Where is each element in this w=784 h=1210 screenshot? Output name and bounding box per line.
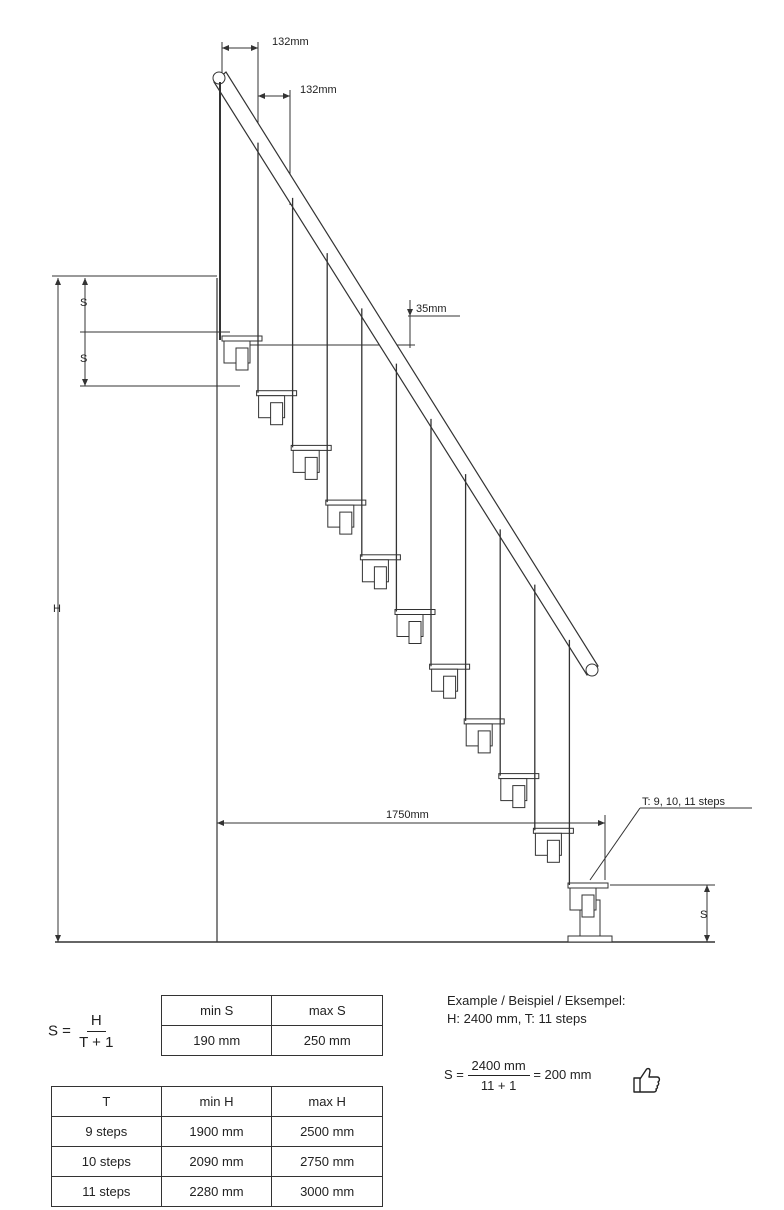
table-s-header-max: max S bbox=[271, 995, 383, 1026]
formula-numerator: H bbox=[86, 1012, 106, 1032]
example-formula: S = 2400 mm 11 + 1 = 200 mm bbox=[444, 1058, 592, 1093]
stair-tread bbox=[325, 499, 367, 506]
stair-tread bbox=[221, 335, 263, 342]
table-h-header-min: min H bbox=[160, 1086, 273, 1117]
example-title: Example / Beispiel / Eksempel: bbox=[447, 993, 626, 1008]
formula-fraction: H T + 1 bbox=[75, 1012, 117, 1051]
stair-connector bbox=[408, 621, 422, 644]
table-h-header-max: max H bbox=[271, 1086, 383, 1117]
stair-connector bbox=[270, 402, 284, 426]
formula-denominator: T + 1 bbox=[79, 1034, 114, 1051]
dim-total-height: H bbox=[53, 603, 61, 615]
stair-connector bbox=[581, 894, 595, 918]
stair-tread bbox=[532, 827, 574, 834]
stair-connector bbox=[373, 566, 387, 590]
dim-post-spacing-second: 132mm bbox=[300, 84, 337, 96]
stair-tread bbox=[429, 663, 471, 670]
table-row: 9 steps 1900 mm 2500 mm bbox=[51, 1116, 383, 1147]
stair-connector bbox=[512, 785, 526, 809]
stair-tread bbox=[567, 882, 609, 889]
stair-connector bbox=[546, 839, 560, 863]
dim-post-spacing-top: 132mm bbox=[272, 36, 309, 48]
table-s-cell-min: 190 mm bbox=[160, 1025, 273, 1056]
stair-connector bbox=[477, 730, 491, 754]
example-result: = 200 mm bbox=[533, 1066, 592, 1082]
example-lhs: S = bbox=[444, 1066, 464, 1082]
table-h-header-t: T bbox=[51, 1086, 162, 1117]
stair-tread bbox=[498, 773, 540, 780]
example-numerator: 2400 mm bbox=[467, 1058, 530, 1076]
dim-step-height-1: S bbox=[80, 297, 87, 309]
stair-connector bbox=[339, 511, 353, 535]
height-range-table: T min H max H 9 steps 1900 mm 2500 mm 10… bbox=[51, 1086, 383, 1207]
steps-callout: T: 9, 10, 11 steps bbox=[642, 796, 725, 808]
dim-run-length: 1750mm bbox=[386, 809, 429, 821]
table-row: T min H max H bbox=[51, 1086, 383, 1117]
stair-connector bbox=[235, 347, 249, 371]
stair-tread bbox=[394, 609, 436, 615]
table-cell: 11 steps bbox=[51, 1176, 162, 1207]
dim-rail-offset: 35mm bbox=[416, 303, 447, 315]
table-cell: 3000 mm bbox=[271, 1176, 383, 1207]
dim-step-height-bottom: S bbox=[700, 909, 707, 921]
stair-tread bbox=[256, 390, 298, 397]
stair-connector bbox=[443, 675, 457, 699]
table-row: 11 steps 2280 mm 3000 mm bbox=[51, 1176, 383, 1207]
table-cell: 2090 mm bbox=[160, 1146, 273, 1177]
table-cell: 1900 mm bbox=[160, 1116, 273, 1147]
table-s-header-min: min S bbox=[160, 995, 273, 1026]
dim-step-height-2: S bbox=[80, 353, 87, 365]
example-denominator: 11 + 1 bbox=[480, 1078, 517, 1093]
formula-lhs: S = bbox=[48, 1022, 71, 1040]
stair-connector bbox=[304, 456, 318, 480]
table-s-cell-max: 250 mm bbox=[271, 1025, 383, 1056]
step-height-table: min S max S 190 mm 250 mm bbox=[160, 995, 383, 1056]
table-row: 10 steps 2090 mm 2750 mm bbox=[51, 1146, 383, 1177]
stair-tread bbox=[290, 444, 332, 451]
step-formula: S = H T + 1 bbox=[48, 1012, 117, 1051]
thumbs-up-icon bbox=[633, 1067, 661, 1093]
table-cell: 2280 mm bbox=[160, 1176, 273, 1207]
stair-tread bbox=[359, 554, 401, 561]
example-block: Example / Beispiel / Eksempel: H: 2400 m… bbox=[447, 992, 625, 1028]
stair-tread bbox=[463, 718, 505, 725]
example-given: H: 2400 mm, T: 11 steps bbox=[447, 1011, 587, 1026]
table-cell: 9 steps bbox=[51, 1116, 162, 1147]
example-fraction: 2400 mm 11 + 1 bbox=[467, 1058, 530, 1093]
table-cell: 10 steps bbox=[51, 1146, 162, 1177]
table-cell: 2750 mm bbox=[271, 1146, 383, 1177]
table-cell: 2500 mm bbox=[271, 1116, 383, 1147]
